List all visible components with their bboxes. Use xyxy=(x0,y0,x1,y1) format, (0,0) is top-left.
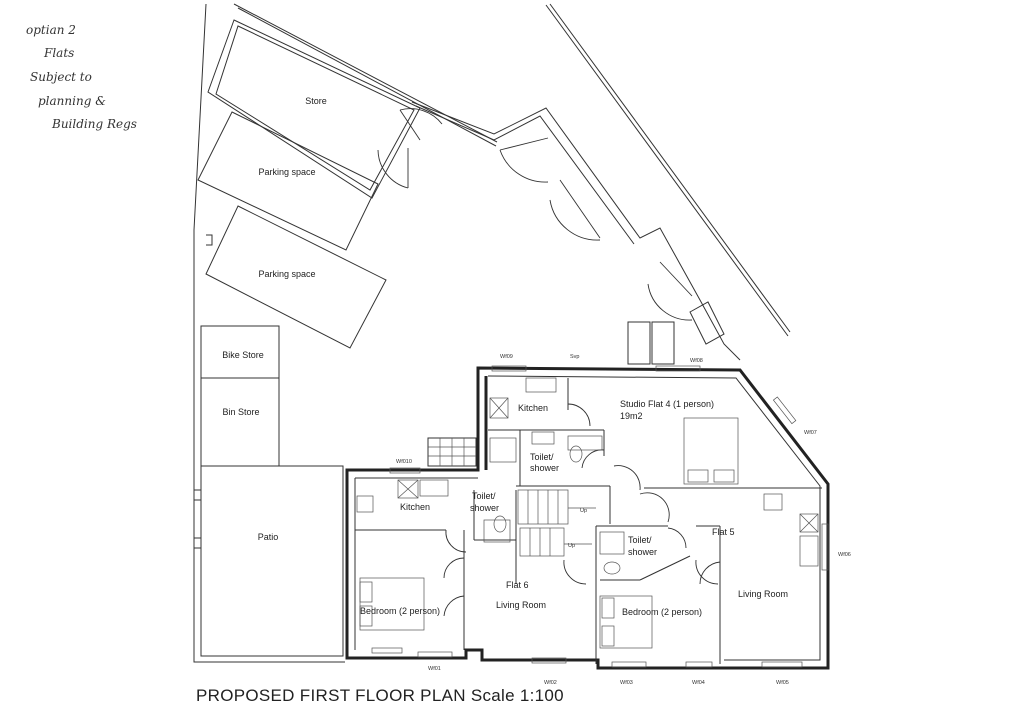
patio-label: Patio xyxy=(258,532,279,542)
bedroom-6-label: Bedroom (2 person) xyxy=(360,606,440,616)
bin-store-label: Bin Store xyxy=(222,407,259,417)
note-line-1: optian 2 xyxy=(26,23,76,37)
living-room-6-label: Living Room xyxy=(496,600,546,610)
window-wf02-label: Wf02 xyxy=(544,680,557,686)
toilet-top-label-2: shower xyxy=(530,463,559,473)
stair-up-label-1: Up xyxy=(580,508,587,514)
studio-flat-label: Studio Flat 4 (1 person) xyxy=(620,399,714,409)
stairs: Up Up xyxy=(517,489,596,557)
window-wf01-label: Wf01 xyxy=(428,666,441,672)
kitchen-left-label: Kitchen xyxy=(400,502,430,512)
stair-up-label-2: Up xyxy=(568,543,575,549)
toilet-mid-label-2: shower xyxy=(470,503,499,513)
parking-space-2: Parking space xyxy=(205,205,387,349)
note-line-5: Building Regs xyxy=(51,117,137,131)
windows: Wf09 Svp Wf08 Wf07 Wf010 Wf06 Wf01 Wf02 … xyxy=(371,354,851,686)
window-wf07-label: Wf07 xyxy=(804,430,817,436)
store-label: Store xyxy=(305,96,327,106)
bike-store: Bike Store xyxy=(200,325,280,379)
window-wf05-label: Wf05 xyxy=(776,680,789,686)
bedroom-5-label: Bedroom (2 person) xyxy=(622,607,702,617)
window-wf010-label: Wf010 xyxy=(396,459,412,465)
bike-store-label: Bike Store xyxy=(222,350,264,360)
window-wf06-label: Wf06 xyxy=(838,552,851,558)
note-line-2: Flats xyxy=(43,46,74,60)
window-wf09-label: Wf09 xyxy=(500,354,513,360)
parking-space-1-label: Parking space xyxy=(258,167,315,177)
bin-store: Bin Store xyxy=(200,377,280,467)
living-room-5-label: Living Room xyxy=(738,589,788,599)
window-wf08-label: Wf08 xyxy=(690,358,703,364)
interior-partitions xyxy=(355,378,822,664)
window-wf03-label: Wf03 xyxy=(620,680,633,686)
flue-stacks xyxy=(427,321,675,467)
note-line-4: planning & xyxy=(38,94,106,108)
toilet-5-label-1: Toilet/ xyxy=(628,535,652,545)
plan-caption: PROPOSED FIRST FLOOR PLAN Scale 1:100 xyxy=(196,686,564,705)
entrance-wall xyxy=(411,101,741,361)
toilet-mid-label-1: Toilet/ xyxy=(472,491,496,501)
kitchen-top-label: Kitchen xyxy=(518,403,548,413)
note-line-3: Subject to xyxy=(30,70,92,84)
parking-space-2-label: Parking space xyxy=(258,269,315,279)
building-walls xyxy=(345,366,830,670)
site-boundary xyxy=(193,3,791,663)
window-wf04-label: Wf04 xyxy=(692,680,705,686)
svp-label: Svp xyxy=(570,354,579,360)
toilet-5-label-2: shower xyxy=(628,547,657,557)
toilet-top-label-1: Toilet/ xyxy=(530,452,554,462)
flat-5-label: Flat 5 xyxy=(712,527,735,537)
patio: Patio xyxy=(200,465,344,657)
room-labels: Kitchen Studio Flat 4 (1 person) 19m2 To… xyxy=(360,399,788,617)
studio-area-label: 19m2 xyxy=(620,411,643,421)
parking-space-1: Parking space xyxy=(197,111,379,251)
store-block: Store xyxy=(207,19,443,199)
fittings xyxy=(356,377,819,649)
flat-6-label: Flat 6 xyxy=(506,580,529,590)
handwritten-note: optian 2 Flats Subject to planning & Bui… xyxy=(26,23,137,131)
